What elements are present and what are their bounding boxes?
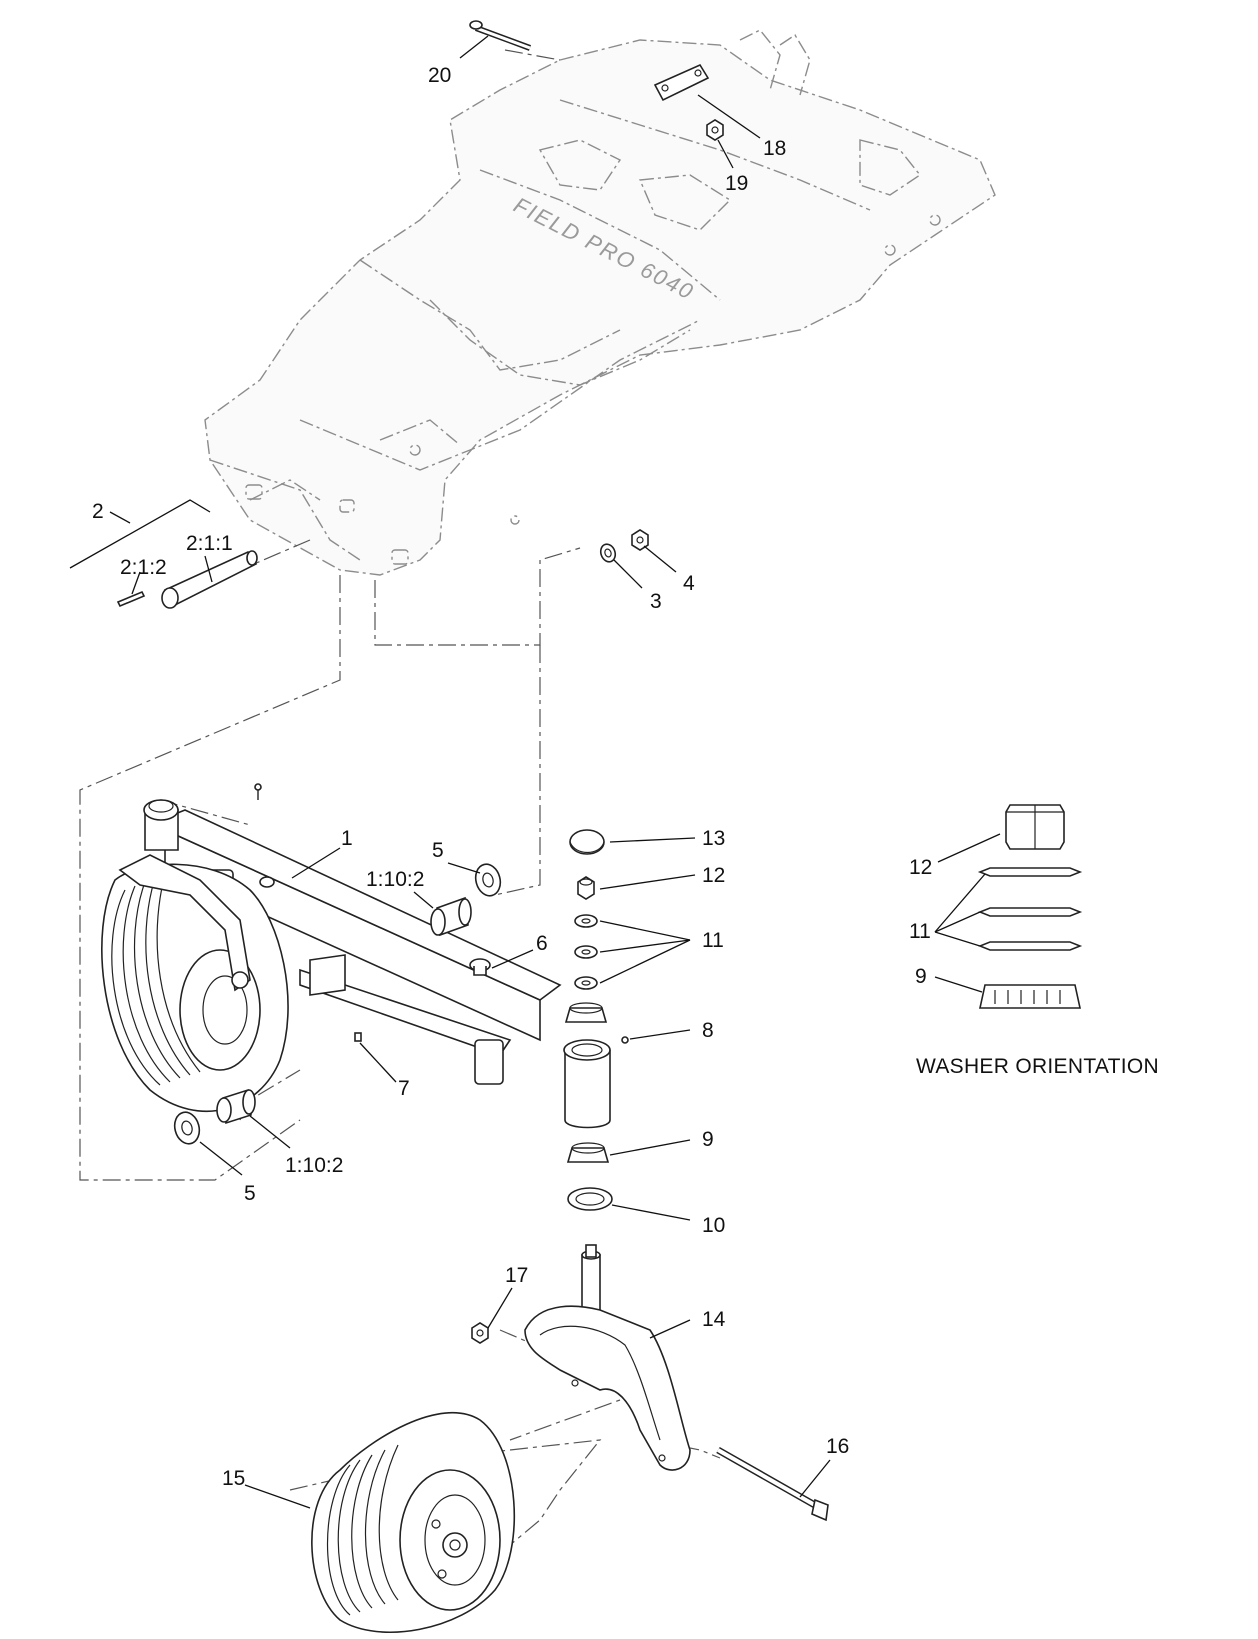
front-wheel-part-15 (311, 1411, 515, 1633)
bearing-part-9-upper (564, 1002, 608, 1023)
nut-part-17 (471, 1322, 489, 1344)
callout-13: 13 (702, 827, 725, 850)
callout-5-upper: 5 (432, 839, 444, 862)
caster-fork-part-14 (524, 1244, 691, 1471)
grease-fitting-part-7 (354, 1032, 362, 1042)
callout-7: 7 (398, 1077, 410, 1100)
left-caster-wheel (101, 854, 289, 1113)
axle-bolt-part-16 (716, 1446, 829, 1522)
inset-bearing-9 (979, 984, 1081, 1009)
cotter-pin-part-2-1-2 (116, 590, 146, 608)
washers-part-11 (574, 914, 598, 990)
callout-11: 11 (702, 929, 724, 952)
callout-12: 12 (702, 864, 725, 887)
callout-2-1-2: 2:1:2 (120, 556, 167, 579)
callout-4: 4 (683, 572, 695, 595)
nut-part-19 (706, 119, 724, 141)
plate-part-18 (653, 63, 710, 102)
seal-part-10 (567, 1187, 613, 1211)
washer-orientation-title: WASHER ORIENTATION (916, 1055, 1159, 1078)
callout-8: 8 (702, 1019, 714, 1042)
callout-15: 15 (222, 1467, 245, 1490)
callout-3: 3 (650, 590, 662, 613)
pin-part-2-1-1 (161, 550, 258, 609)
callout-16: 16 (826, 1435, 849, 1458)
leader-lines (131, 35, 831, 1509)
callout-1-10-2-lower: 1:10:2 (285, 1154, 343, 1177)
bushing-part-1-10-2-upper (430, 896, 472, 937)
mower-frame-phantom: FIELD PRO 6040 (204, 29, 996, 576)
nut-part-12 (577, 876, 595, 900)
pivot-tube-left (143, 799, 179, 851)
washer-orientation-inset: 12 11 9 WASHER ORIENTATION (909, 804, 1159, 1078)
washer-part-5-upper (474, 863, 502, 897)
dust-cap-part-13 (569, 829, 605, 855)
bushing-part-1-10-2-lower (216, 1088, 256, 1125)
axle-beam-part-1 (158, 809, 562, 1085)
bolt-part-20 (469, 20, 532, 51)
callout-1-10-2-upper: 1:10:2 (366, 868, 424, 891)
pivot-tube-right (563, 1039, 611, 1129)
cap-part-6 (469, 958, 491, 976)
inset-label-washers: 11 (909, 920, 931, 943)
callout-6: 6 (536, 932, 548, 955)
inset-label-bearing: 9 (915, 965, 927, 988)
callout-14: 14 (702, 1308, 726, 1331)
callout-18: 18 (763, 137, 786, 160)
grease-fitting-part-8 (621, 1036, 629, 1044)
inset-label-nut: 12 (909, 856, 932, 879)
bearing-part-9-lower (566, 1142, 610, 1163)
callout-5-lower: 5 (244, 1182, 256, 1205)
assembly-bracket-2 (69, 499, 211, 569)
washer-part-5-lower (173, 1111, 201, 1145)
callout-9: 9 (702, 1128, 714, 1151)
callout-17: 17 (505, 1264, 528, 1287)
inset-washers-11 (977, 867, 1083, 951)
washer-part-3 (599, 543, 617, 563)
inset-nut-12 (1005, 804, 1065, 850)
callout-1: 1 (341, 827, 353, 850)
assembly-lines (79, 49, 721, 1546)
callout-10: 10 (702, 1214, 725, 1237)
callout-20: 20 (428, 64, 451, 87)
callout-19: 19 (725, 172, 748, 195)
nut-part-4 (631, 529, 649, 551)
grease-fitting-top-left (254, 783, 262, 800)
callout-2: 2 (92, 500, 104, 523)
callout-numbers: 20 18 19 2 2:1:1 2:1:2 4 3 1 5 1:10:2 13… (92, 64, 849, 1490)
callout-2-1-1: 2:1:1 (186, 532, 233, 555)
